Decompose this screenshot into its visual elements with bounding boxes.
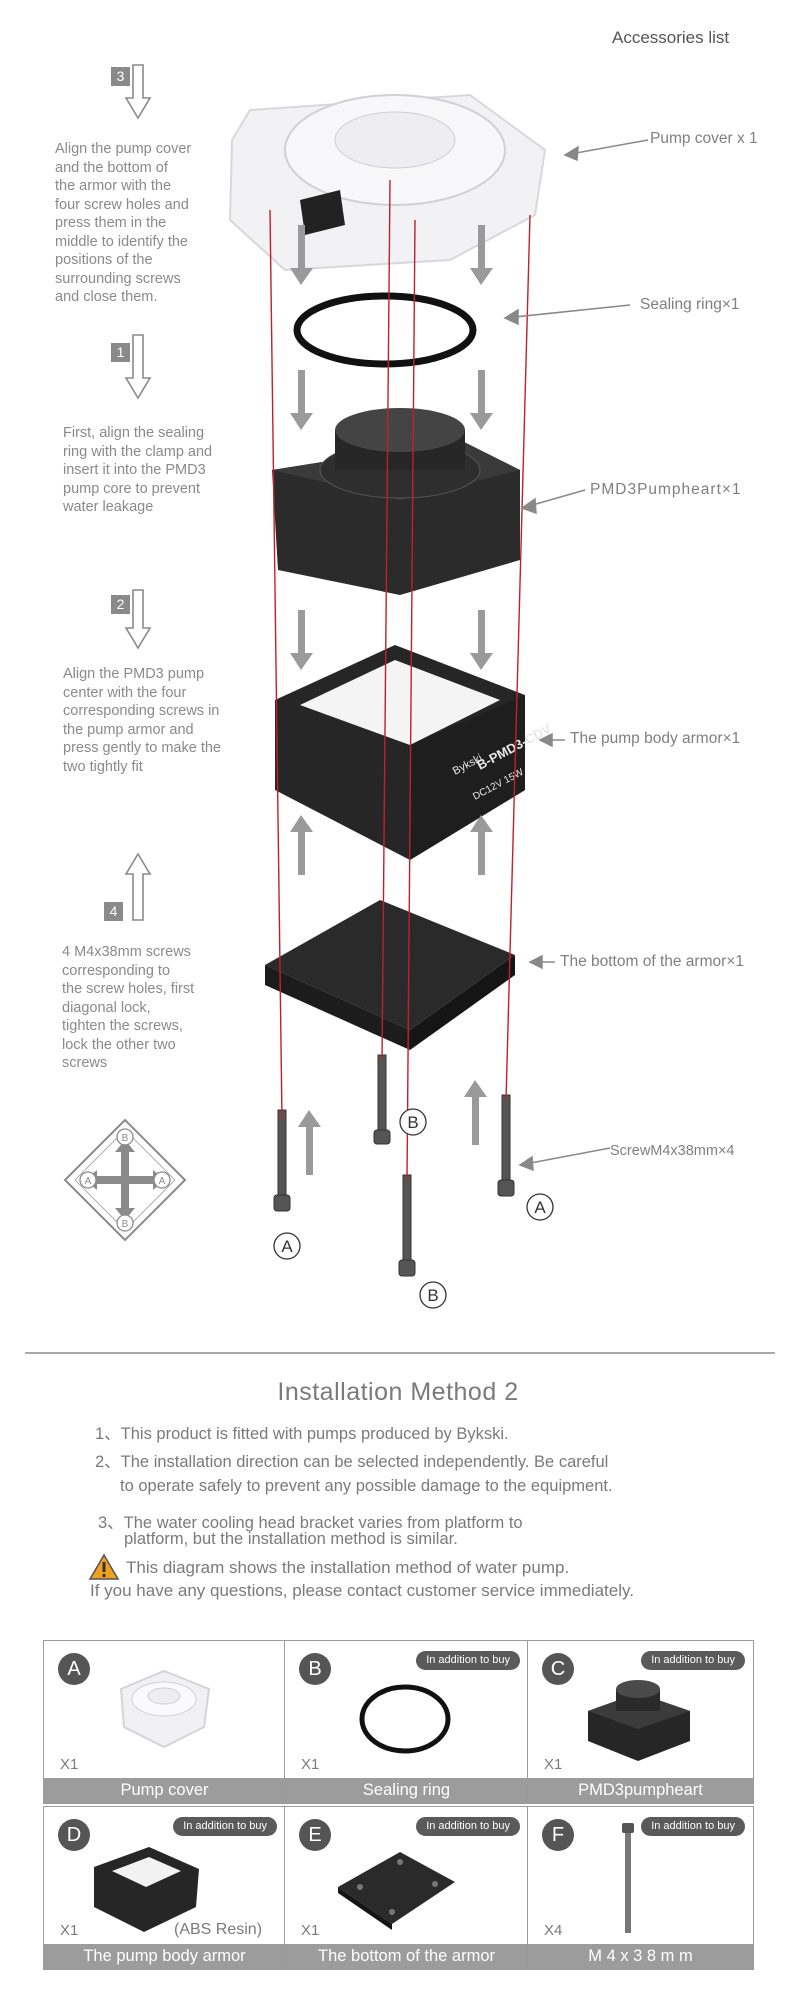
label-pump-cover: Pump cover x 1 (650, 130, 758, 147)
pump-body-armor-illustration: Bykski B-PMD3-CDV DC12V 15W (275, 645, 554, 860)
accessories-list-title: Accessories list (612, 28, 730, 47)
installation-item-3-cont: platform, but the installation method is… (124, 1530, 458, 1548)
exploded-assembly-diagram: Bykski B-PMD3-CDV DC12V 15W (63, 64, 649, 1309)
label-pump-body-armor: The pump body armor×1 (570, 730, 741, 747)
accessory-material-note: (ABS Resin) (174, 1921, 263, 1938)
in-addition-to-buy-badge: In addition to buy (173, 1817, 277, 1836)
accessory-letter: A (58, 1653, 90, 1685)
accessory-qty: X4 (544, 1922, 563, 1939)
armor-bottom-illustration (265, 900, 515, 1050)
warning-text: This diagram shows the installation meth… (126, 1558, 570, 1577)
sealing-ring-illustration (293, 292, 477, 368)
red-guide-lines (269, 179, 531, 1181)
installation-title: Installation Method 2 (277, 1378, 519, 1406)
accessory-letter: B (299, 1653, 331, 1685)
sealing-ring-thumbnail (359, 1684, 451, 1754)
accessory-letter: C (542, 1653, 574, 1685)
label-screw: ScrewM4x38mm×4 (610, 1143, 735, 1159)
pump-heart-thumbnail (588, 1680, 690, 1761)
accessory-letter: D (58, 1819, 90, 1851)
step-arrows (124, 64, 152, 921)
accessory-card-f: F In addition to buy X4 M 4 x 3 8 m m (527, 1806, 754, 1970)
accessory-card-e: E In addition to buy X1 The bottom of th… (284, 1806, 529, 1970)
label-sealing-ring: Sealing ring×1 (640, 296, 740, 313)
callout-lines (503, 139, 649, 1172)
pump-heart-illustration (272, 408, 520, 595)
accessory-name: Sealing ring (285, 1778, 528, 1803)
step-1-instructions: First, align the sealing ring with the c… (63, 425, 213, 515)
marker-b-bottom: B (427, 1286, 438, 1305)
accessory-letter: F (542, 1819, 574, 1851)
accessory-name: PMD3pumpheart (528, 1778, 753, 1803)
diamond-marker-b-bottom: B (122, 1219, 129, 1230)
step-badge-3: 3 (111, 67, 130, 86)
accessory-name: Pump cover (44, 1778, 285, 1803)
accessory-qty: X1 (60, 1756, 79, 1773)
step-2-instructions: Align the PMD3 pump center with the four… (63, 666, 221, 775)
diamond-marker-a-left: A (85, 1176, 92, 1187)
contact-text: If you have any questions, please contac… (90, 1581, 634, 1600)
accessory-name: The pump body armor (44, 1944, 285, 1969)
installation-item-2-cont: to operate safely to prevent any possibl… (120, 1477, 613, 1495)
label-pump-heart: PMD3Pumpheart×1 (590, 481, 742, 498)
screw-position-markers (273, 1108, 554, 1309)
screw-order-diamond: B B A A (63, 1118, 187, 1242)
accessory-card-d: D In addition to buy X1 (ABS Resin) The … (43, 1806, 286, 1970)
pump-body-armor-thumbnail (94, 1847, 199, 1932)
in-addition-to-buy-badge: In addition to buy (416, 1817, 520, 1836)
step-badge-2: 2 (111, 595, 130, 614)
accessory-qty: X1 (301, 1756, 320, 1773)
accessory-card-b: B In addition to buy X1 Sealing ring (284, 1640, 529, 1804)
accessory-qty: X1 (301, 1922, 320, 1939)
installation-item-3: 3、The water cooling head bracket varies … (98, 1514, 523, 1532)
marker-b-top: B (407, 1113, 418, 1132)
screw-thumbnail (622, 1823, 634, 1933)
installation-item-2: 2、The installation direction can be sele… (95, 1453, 609, 1471)
accessory-card-a: A X1 Pump cover (43, 1640, 286, 1804)
accessory-qty: X1 (60, 1922, 79, 1939)
marker-a-right: A (534, 1198, 546, 1217)
diamond-marker-b-top: B (122, 1133, 129, 1144)
section-divider (25, 1352, 775, 1354)
installation-item-1: 1、This product is fitted with pumps prod… (95, 1425, 509, 1443)
accessory-letter: E (299, 1819, 331, 1851)
pump-cover-illustration (228, 93, 547, 272)
step-badge-4: 4 (104, 902, 123, 921)
warning-icon (88, 1553, 120, 1580)
accessory-name: The bottom of the armor (285, 1944, 528, 1969)
armor-bottom-thumbnail (338, 1852, 455, 1930)
accessory-name: M 4 x 3 8 m m (528, 1944, 753, 1969)
accessory-qty: X1 (544, 1756, 563, 1773)
step-badge-1: 1 (111, 343, 130, 362)
label-armor-bottom: The bottom of the armor×1 (560, 953, 744, 970)
in-addition-to-buy-badge: In addition to buy (641, 1651, 745, 1670)
in-addition-to-buy-badge: In addition to buy (416, 1651, 520, 1670)
accessory-card-c: C In addition to buy X1 PMD3pumpheart (527, 1640, 754, 1804)
direction-arrows (290, 225, 493, 1175)
pump-cover-thumbnail (119, 1669, 211, 1749)
diamond-marker-a-right: A (159, 1176, 166, 1187)
step-4-instructions: 4 M4x38mm screws corresponding to the sc… (62, 944, 195, 1071)
step-3-instructions: Align the pump cover and the bottom of t… (55, 141, 192, 305)
marker-a-left: A (281, 1237, 293, 1256)
in-addition-to-buy-badge: In addition to buy (641, 1817, 745, 1836)
